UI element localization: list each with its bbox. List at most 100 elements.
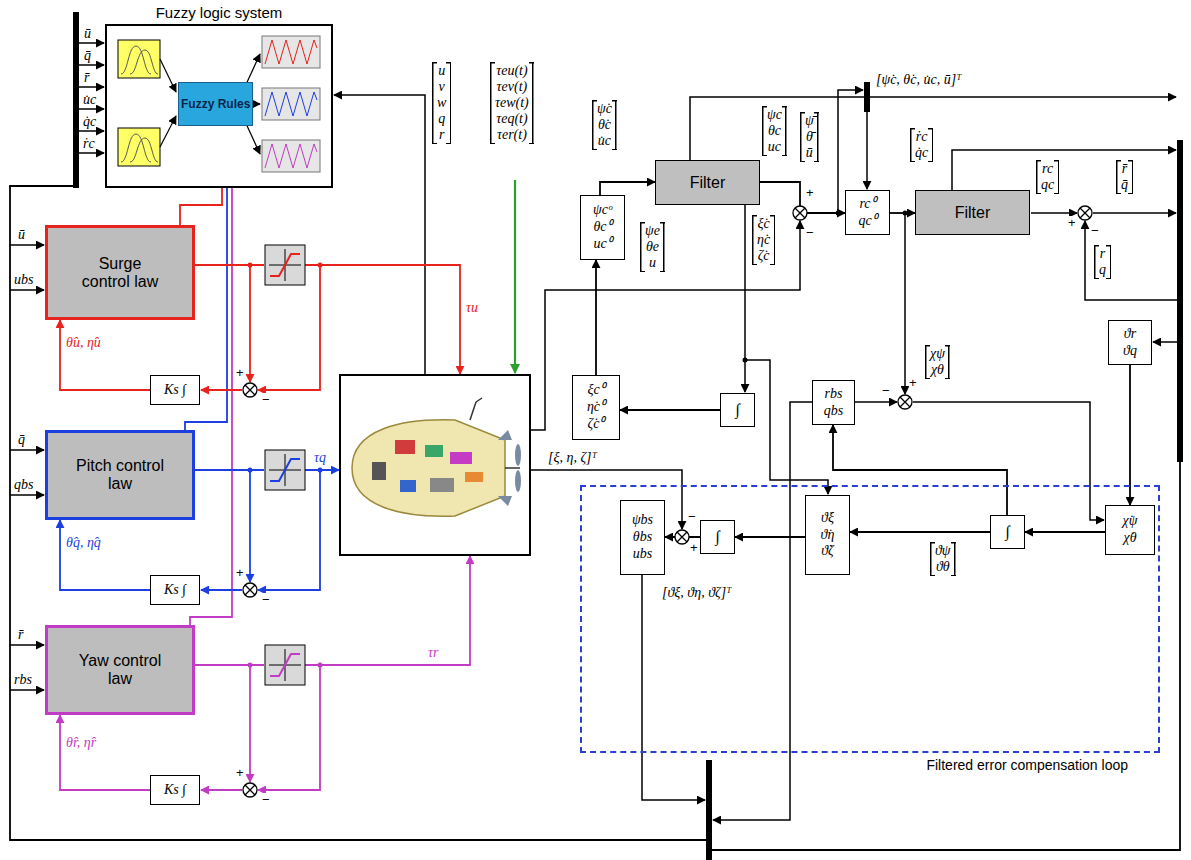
sign-label: −	[1091, 224, 1099, 238]
signal-label: θ̂u, η̂u	[66, 335, 101, 351]
summing-junction	[677, 532, 687, 542]
signal-wire	[334, 95, 425, 375]
sign-text: −	[806, 226, 814, 240]
bus-bar	[73, 12, 79, 188]
sign-text: −	[262, 593, 270, 607]
signal-wire	[904, 213, 906, 394]
signal-wire	[79, 108, 104, 110]
node-text: ∫	[735, 401, 739, 419]
signal-text: ξ̇c η̇c ζ̇c	[752, 215, 775, 265]
pitch-wire	[195, 469, 264, 471]
signal-wire	[855, 401, 897, 403]
signal-label: rbs	[14, 672, 32, 688]
signal-text: ū	[18, 227, 25, 243]
signal-wire	[913, 402, 1104, 520]
branch-dot	[743, 358, 748, 363]
compensation-region: Filtered error compensation loopψbs θbs …	[580, 485, 1160, 753]
signal-label: [ϑξ, ϑη, ϑζ]ᵀ	[662, 585, 732, 601]
signal-text: ṙc q̇c	[910, 128, 933, 162]
signal-label: u v w q r	[432, 62, 451, 144]
node-text: ψcᵒ θc⁰ uc⁰	[593, 202, 612, 252]
signal-text: χψ χθ	[925, 345, 950, 379]
summing-junction	[243, 383, 257, 397]
signal-text: q̄	[84, 48, 91, 64]
signal-label: q̇c	[83, 114, 96, 130]
fuzzy-arrow	[160, 116, 176, 147]
signal-text: ubs	[14, 272, 33, 288]
signal-wire	[713, 402, 812, 820]
auv-illustration	[470, 398, 520, 468]
pitch-wire	[201, 589, 242, 591]
signal-label: ξ̇c η̇c ζ̇c	[752, 215, 775, 265]
signal-label: τq	[314, 450, 326, 466]
control-law-box: Pitch control law	[45, 430, 195, 520]
signal-label: r̄	[18, 627, 23, 643]
auv-illustration	[425, 445, 443, 457]
bus-bar	[706, 760, 712, 860]
signal-wire	[10, 289, 44, 291]
integrator-box: ∫	[990, 515, 1025, 549]
signal-label: r̄	[84, 70, 89, 86]
disturbance-arrow	[514, 180, 516, 373]
summing-junction	[1078, 206, 1092, 220]
sign-label: −	[806, 226, 814, 240]
membership-function	[265, 92, 317, 116]
state-box: rc⁰ qc⁰	[845, 190, 890, 235]
node-text: Filter	[690, 174, 726, 192]
membership-function	[262, 36, 320, 68]
signal-text: [ξ, η, ζ]ᵀ	[548, 450, 597, 466]
signal-connector	[180, 188, 222, 225]
signal-label: θ̂r, η̂r	[66, 735, 96, 751]
signal-label: ψ̄ θ̄ ū	[800, 112, 819, 162]
node-text: Pitch control law	[75, 457, 165, 493]
sign-text: +	[236, 366, 244, 380]
summing-junction	[793, 206, 807, 220]
control-law-box: Yaw control law	[45, 625, 195, 715]
fuzzy-system-box: Fuzzy logic systemFuzzy Rules	[105, 24, 333, 188]
signal-text: rc qc	[1036, 160, 1059, 194]
loop-wire	[10, 186, 1180, 850]
signal-text: [ϑξ, ϑη, ϑζ]ᵀ	[662, 585, 732, 601]
signal-label: ψ̇c θ̇c u̇c	[592, 100, 617, 150]
sign-label: +	[236, 766, 244, 780]
summing-junction	[898, 395, 912, 409]
gain-integrator-box: Ks ∫	[150, 775, 200, 805]
summing-junction	[243, 583, 257, 597]
auv-illustration	[515, 470, 521, 492]
sign-text: −	[882, 384, 890, 398]
signal-wire	[1031, 212, 1077, 214]
saturation-block	[270, 654, 300, 676]
yaw-wire	[305, 556, 470, 665]
node-text: ϑ̇ξ ϑ̇η ϑ̇ζ	[821, 510, 835, 560]
signal-text: ṙc	[83, 136, 95, 152]
sign-text: +	[690, 541, 698, 555]
signal-connector	[60, 715, 150, 790]
signal-text: ū	[84, 26, 91, 42]
signal-label: ψc θc uc	[762, 106, 787, 156]
signal-label: ṙc	[83, 136, 95, 152]
summing-junction	[1080, 208, 1090, 218]
pitch-wire	[249, 470, 251, 582]
branch-dot	[836, 211, 841, 216]
signal-label: τu	[466, 300, 478, 316]
signal-wire	[79, 86, 104, 88]
state-box: ψbs θbs ubs	[620, 500, 665, 575]
signal-wire	[744, 205, 746, 392]
membership-function	[262, 140, 320, 172]
summing-junction	[243, 583, 257, 597]
sign-text: −	[1091, 224, 1099, 238]
node-text: ∫	[715, 528, 719, 546]
signal-text: r q	[1094, 245, 1111, 279]
signal-wire	[79, 152, 104, 154]
signal-wire	[10, 644, 44, 646]
fuzzy-arrow	[160, 54, 260, 154]
control-law-box: Surge control law	[45, 225, 195, 320]
signal-wire	[10, 689, 44, 691]
signal-connector	[620, 409, 720, 411]
branch-dot	[248, 211, 908, 668]
signal-label: ϑψ ϑθ	[930, 542, 956, 576]
saturation-block	[265, 245, 305, 685]
summing-junction	[675, 530, 689, 544]
surge-wire	[201, 389, 242, 391]
signal-label: r̄ q̄	[1116, 160, 1133, 194]
